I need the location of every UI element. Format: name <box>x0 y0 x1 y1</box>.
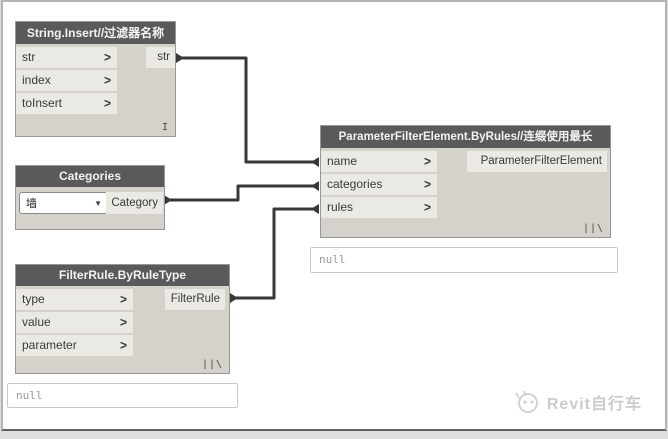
output-port-str[interactable]: str <box>146 47 175 68</box>
output-port-category[interactable]: Category <box>106 192 163 214</box>
input-port-str[interactable]: str > <box>16 47 117 68</box>
node-title[interactable]: String.Insert//过滤器名称 <box>16 22 175 44</box>
dynamo-canvas: String.Insert//过滤器名称 str > index > toIns… <box>1 0 667 431</box>
output-port-parameterfilterelement[interactable]: ParameterFilterElement <box>467 151 607 172</box>
lacing-indicator: ||\ <box>582 223 604 234</box>
port-chevron-icon: > <box>119 314 127 330</box>
node-parameterfilterelement-byrules[interactable]: ParameterFilterElement.ByRules//连缀使用最长 n… <box>320 125 611 238</box>
node-title[interactable]: ParameterFilterElement.ByRules//连缀使用最长 <box>321 126 610 148</box>
node-categories[interactable]: Categories 墙 ▼ Category <box>15 165 165 230</box>
input-port-value[interactable]: value > <box>16 312 133 333</box>
node-string-insert[interactable]: String.Insert//过滤器名称 str > index > toIns… <box>15 21 176 137</box>
port-label: type <box>22 292 45 306</box>
lacing-indicator: I <box>161 122 169 133</box>
port-chevron-icon: > <box>103 72 111 88</box>
port-chevron-icon: > <box>103 95 111 111</box>
port-label: index <box>22 73 51 87</box>
node-filterrule-byruletype[interactable]: FilterRule.ByRuleType type > value > par… <box>15 264 230 374</box>
input-port-toinsert[interactable]: toInsert > <box>16 93 117 114</box>
input-port-categories[interactable]: categories > <box>321 174 437 195</box>
node-title[interactable]: Categories <box>16 166 164 187</box>
category-dropdown[interactable]: 墙 ▼ <box>19 192 108 214</box>
dropdown-value: 墙 <box>26 198 37 210</box>
preview-bubble: null <box>7 383 238 408</box>
wire-str-to-name[interactable] <box>178 56 316 164</box>
preview-bubble: null <box>310 247 618 273</box>
preview-value: null <box>319 253 346 266</box>
port-label: name <box>327 154 358 168</box>
port-label: rules <box>327 200 354 214</box>
port-label: categories <box>327 177 383 191</box>
port-chevron-icon: > <box>103 49 111 65</box>
revit-bike-logo-icon <box>515 390 538 413</box>
output-port-filterrule[interactable]: FilterRule <box>165 289 225 310</box>
watermark: Revit自行车 <box>513 389 642 415</box>
input-port-type[interactable]: type > <box>16 289 133 310</box>
port-chevron-icon: > <box>423 153 431 169</box>
port-label: toInsert <box>22 96 63 110</box>
lacing-indicator: ||\ <box>201 359 223 370</box>
input-port-rules[interactable]: rules > <box>321 197 437 218</box>
input-port-index[interactable]: index > <box>16 70 117 91</box>
input-port-parameter[interactable]: parameter > <box>16 335 133 356</box>
wire-category-to-categories[interactable] <box>166 184 316 202</box>
port-chevron-icon: > <box>119 291 127 307</box>
wire-filterrule-to-rules[interactable] <box>232 207 316 300</box>
port-label: value <box>22 315 51 329</box>
input-port-name[interactable]: name > <box>321 151 437 172</box>
port-label: parameter <box>22 338 77 352</box>
port-label: str <box>22 50 36 64</box>
node-title[interactable]: FilterRule.ByRuleType <box>16 265 229 286</box>
port-chevron-icon: > <box>119 337 127 353</box>
watermark-text: Revit自行车 <box>546 396 642 413</box>
port-chevron-icon: > <box>423 176 431 192</box>
port-chevron-icon: > <box>423 199 431 215</box>
chevron-down-icon: ▼ <box>94 199 102 208</box>
preview-value: null <box>16 389 43 402</box>
